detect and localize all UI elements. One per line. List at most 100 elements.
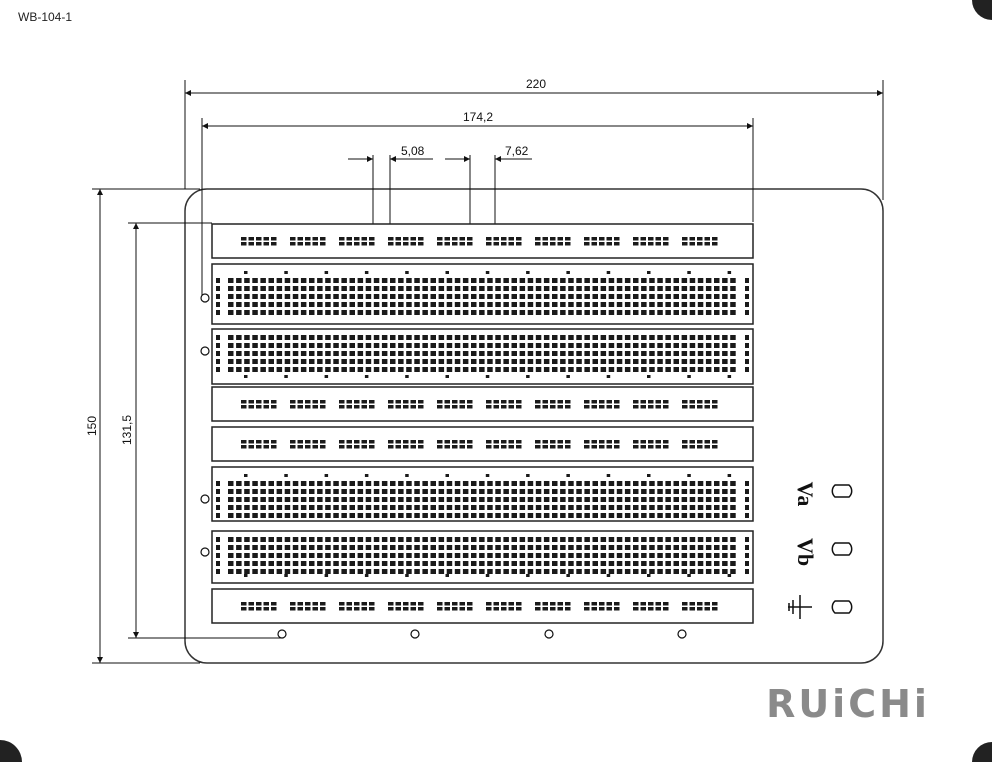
column-mark	[324, 574, 329, 577]
strip-hole	[300, 343, 307, 348]
strip-hole	[584, 545, 590, 550]
strip-hole	[462, 513, 469, 518]
strip-hole	[292, 561, 299, 566]
strip-hole	[268, 294, 274, 299]
strip-hole	[633, 537, 639, 542]
strip-hole	[268, 343, 274, 348]
rail-hole	[640, 242, 646, 246]
rail-hole	[305, 440, 311, 444]
strip-hole	[325, 310, 331, 315]
strip-hole	[471, 497, 477, 502]
column-mark	[526, 375, 530, 378]
rail-hole	[516, 445, 522, 449]
rail-hole	[565, 607, 571, 611]
strip-hole	[341, 489, 347, 494]
strip-hole	[276, 302, 283, 307]
rail-hole	[648, 400, 654, 404]
strip-hole	[535, 302, 542, 307]
rail-hole	[459, 440, 465, 444]
strip-hole	[657, 343, 663, 348]
side-holes	[200, 293, 210, 557]
rail-hole	[305, 405, 311, 409]
strip-hole	[649, 505, 655, 510]
dim-label-overall-height: 150	[85, 416, 99, 436]
strip-hole	[422, 343, 428, 348]
strip-hole	[244, 286, 250, 291]
strip-hole	[681, 359, 688, 364]
strip-hole	[616, 278, 623, 283]
terminal-ground[interactable]	[831, 600, 853, 614]
terminal-vb[interactable]	[831, 542, 853, 556]
strip-hole	[398, 537, 404, 542]
strip-hole	[689, 537, 696, 542]
strip-hole	[673, 278, 679, 283]
strip-hole	[543, 545, 550, 550]
strip-hole	[381, 310, 388, 315]
rail-hole	[486, 607, 492, 611]
strip-hole	[633, 497, 639, 502]
strip-hole	[406, 505, 412, 510]
strip-hole	[381, 367, 388, 372]
strip-hole	[633, 302, 639, 307]
strip-hole	[584, 505, 590, 510]
strip-hole	[430, 513, 436, 518]
strip-hole	[714, 367, 720, 372]
rail-hole	[550, 242, 556, 246]
rail-hole	[501, 242, 507, 246]
strip-hole	[284, 489, 291, 494]
strip-hole	[236, 537, 242, 542]
strip-hole	[600, 351, 607, 356]
strip-hole	[633, 545, 639, 550]
rail-hole	[388, 445, 394, 449]
strip-hole	[228, 335, 234, 340]
strip-hole	[276, 505, 283, 510]
strip-hole	[511, 359, 517, 364]
rail-hole	[493, 405, 499, 409]
strip-hole	[600, 561, 607, 566]
rail-hole	[346, 602, 352, 606]
strip-hole	[543, 489, 550, 494]
strip-hole	[300, 545, 307, 550]
strip-hole	[730, 286, 736, 291]
strip-hole	[300, 351, 307, 356]
strip-hole	[633, 367, 639, 372]
rail-hole	[542, 440, 548, 444]
strip-hole	[333, 359, 339, 364]
strip-hole	[527, 286, 534, 291]
strip-hole	[414, 294, 420, 299]
terminal-va[interactable]	[831, 484, 853, 498]
rail-hole	[437, 237, 443, 241]
strip-hole	[633, 359, 639, 364]
strip-hole	[641, 294, 647, 299]
strip-hole	[487, 537, 493, 542]
rail-hole	[305, 400, 311, 404]
strip-hole	[398, 351, 404, 356]
strip-hole	[649, 553, 655, 558]
rail-hole	[591, 607, 597, 611]
rail-hole	[320, 405, 326, 409]
rail-hole	[297, 445, 303, 449]
strip-hole	[503, 286, 509, 291]
strip-hole	[325, 367, 331, 372]
strip-hole	[697, 351, 704, 356]
strip-hole	[624, 569, 631, 574]
strip-hole	[406, 359, 412, 364]
strip-hole	[584, 481, 590, 486]
strip-hole	[406, 497, 412, 502]
strip-hole	[430, 286, 436, 291]
strip-hole	[430, 561, 436, 566]
strip-hole	[398, 497, 404, 502]
strip-hole	[584, 310, 590, 315]
strip-hole	[398, 278, 404, 283]
rail-hole	[663, 405, 669, 409]
strip-hole	[527, 537, 534, 542]
strip-hole	[543, 294, 550, 299]
strip-hole	[495, 505, 501, 510]
strip-hole	[325, 481, 331, 486]
rail-hole	[444, 237, 450, 241]
strip-hole	[462, 294, 469, 299]
strip-hole	[722, 545, 728, 550]
rail-hole	[263, 400, 269, 404]
strip-hole	[276, 278, 283, 283]
